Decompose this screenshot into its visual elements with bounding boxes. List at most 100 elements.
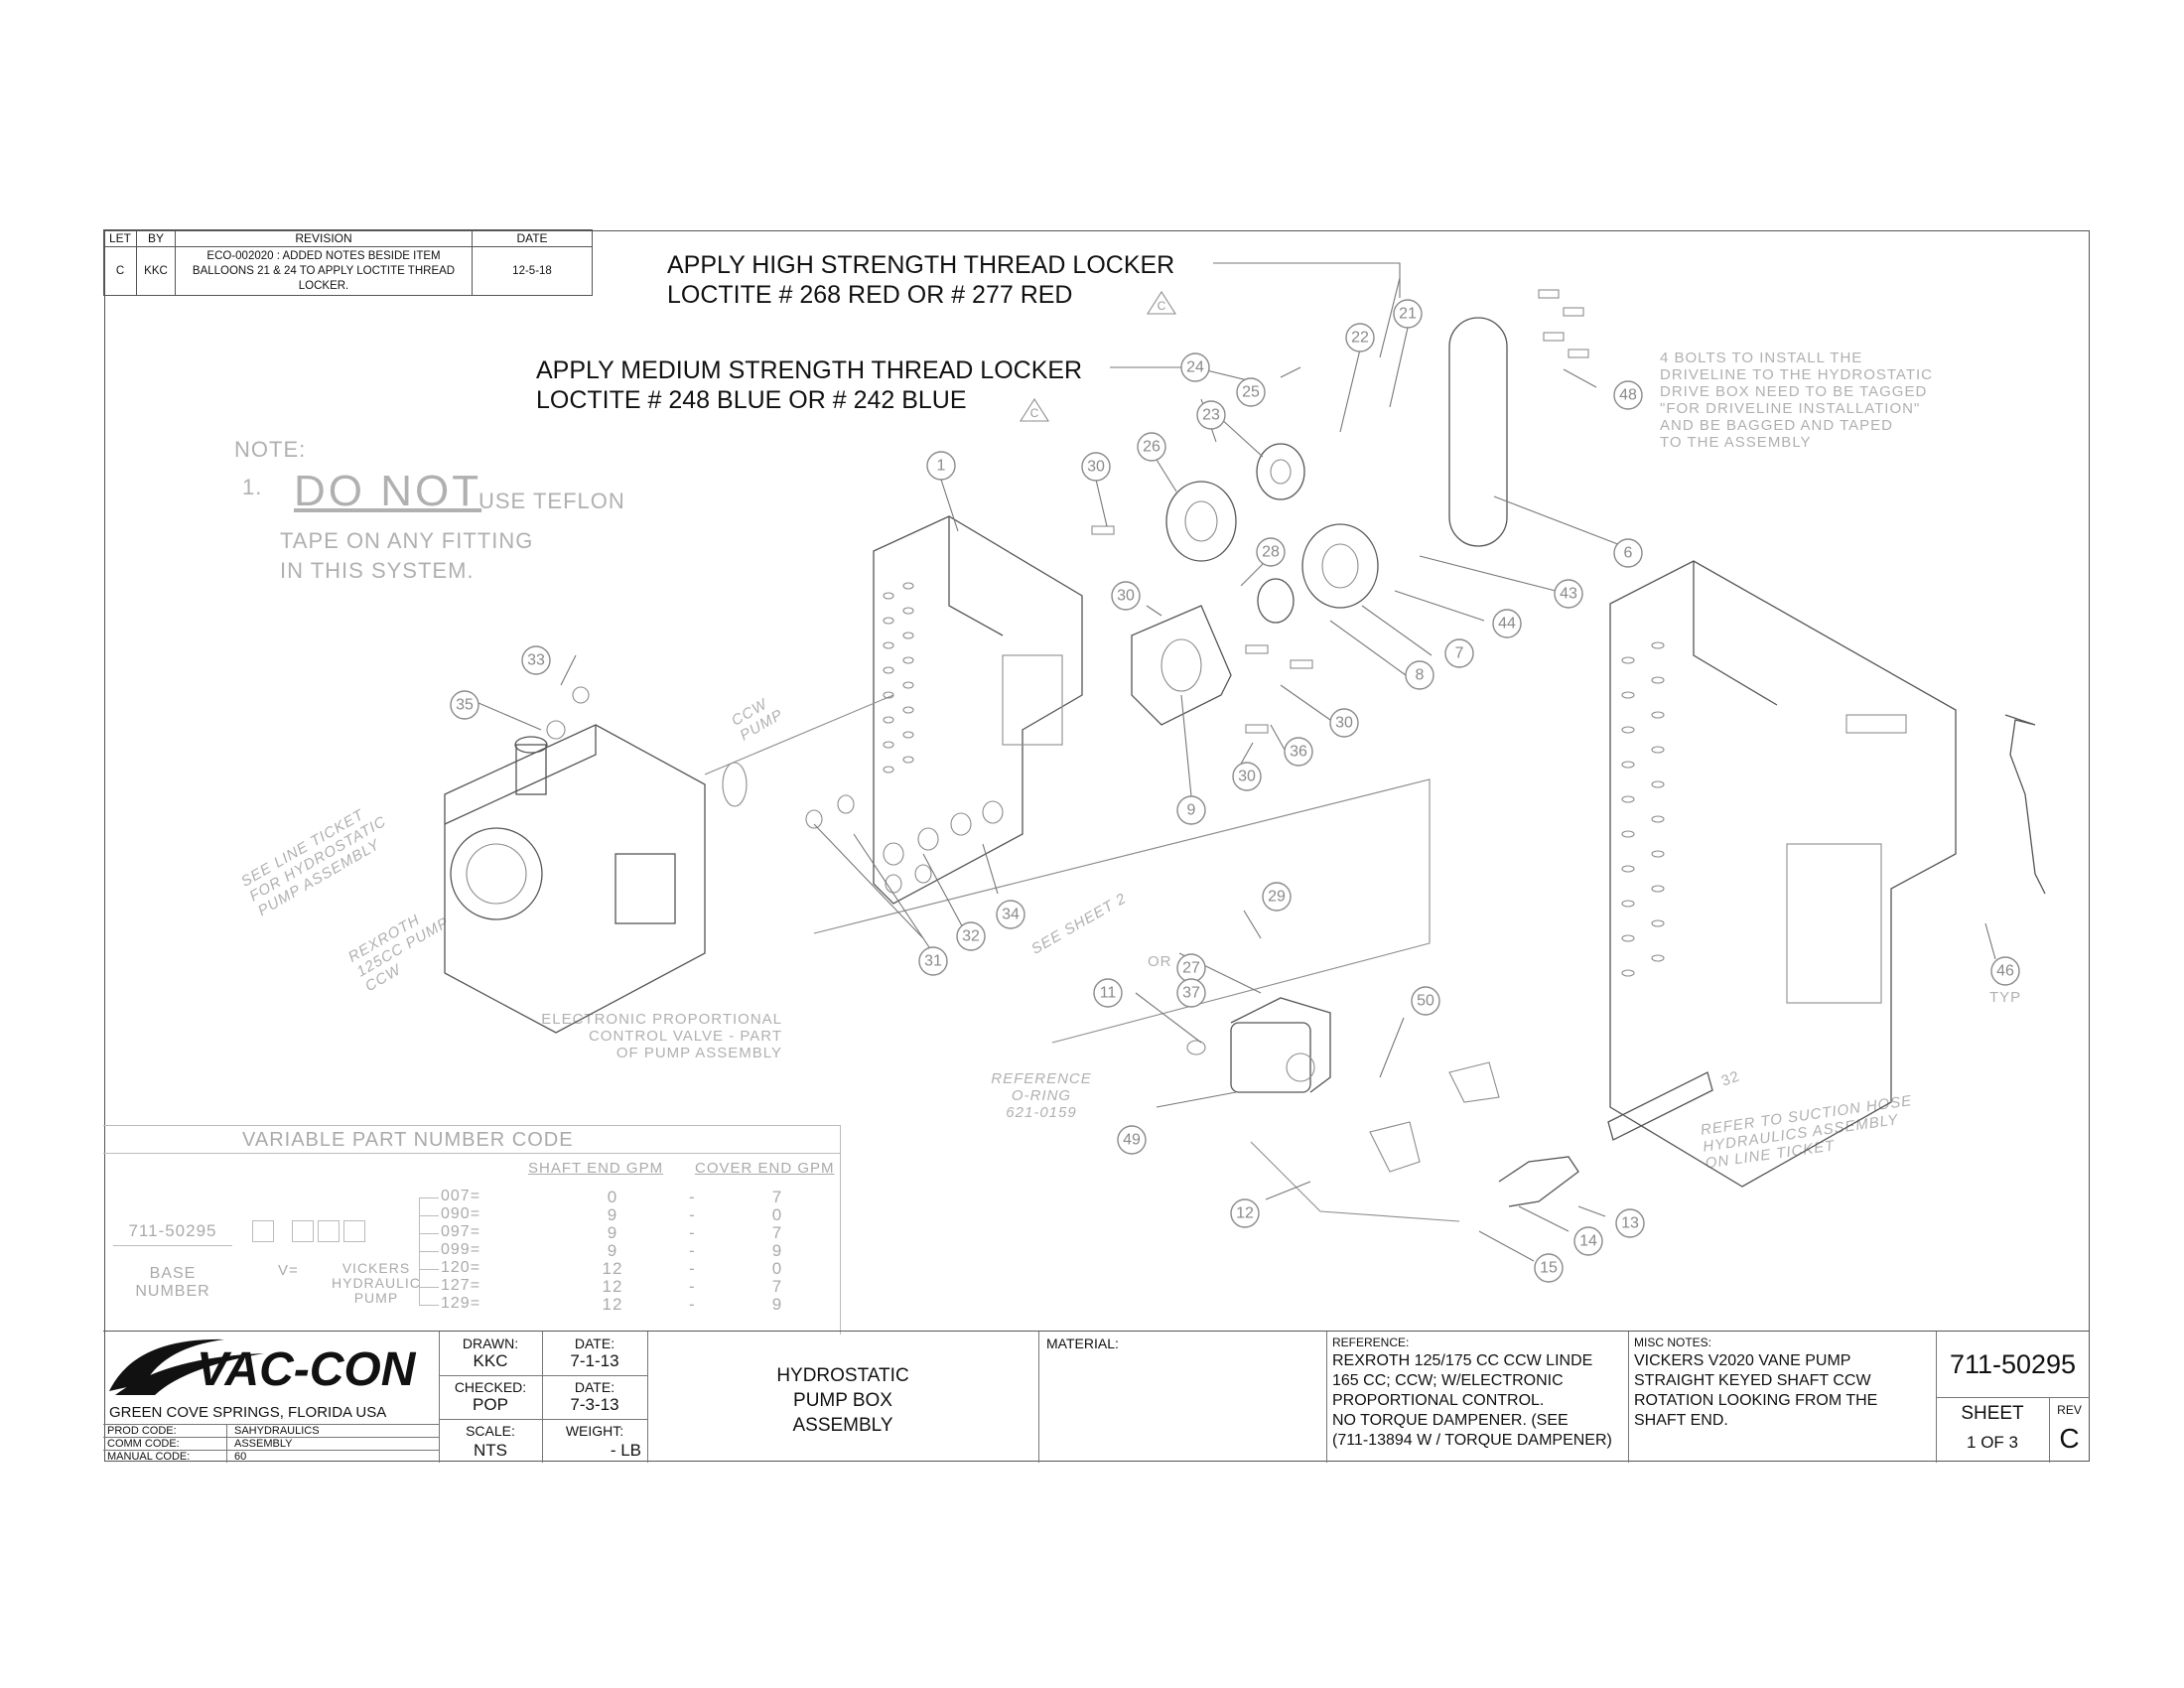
vpn-dash: - (689, 1241, 696, 1260)
svg-text:48: 48 (1619, 387, 1637, 404)
svg-text:35: 35 (456, 697, 474, 714)
balloon: 37 (1176, 978, 1206, 1008)
scale-label: SCALE: (466, 1423, 515, 1439)
ep-valve-line: ELECTRONIC PROPORTIONAL (541, 1011, 782, 1028)
svg-text:31: 31 (924, 953, 942, 970)
balloon: 49 (1117, 1125, 1147, 1155)
ep-valve-line: CONTROL VALVE - PART (588, 1028, 782, 1045)
rev-letter: C (2059, 1423, 2080, 1454)
balloon: 6 (1613, 538, 1643, 568)
company-location: GREEN COVE SPRINGS, FLORIDA USA (109, 1404, 387, 1421)
balloon: 23 (1196, 400, 1226, 430)
balloon: 15 (1534, 1253, 1564, 1283)
svg-text:30: 30 (1335, 715, 1353, 732)
svg-text:30: 30 (1117, 588, 1135, 605)
weight: - LB (610, 1441, 641, 1460)
balloon: 26 (1137, 432, 1166, 462)
vpn-base-label-line: NUMBER (135, 1283, 210, 1300)
vpn-base-label-line: BASE (149, 1265, 197, 1282)
vpn-cover-gpm: 9 (771, 1241, 783, 1260)
drawing-title: HYDROSTATIC PUMP BOX ASSEMBLY (647, 1363, 1038, 1438)
oring-label: REFERENCE O-RING 621-0159 (987, 1070, 1096, 1121)
balloon: 21 (1393, 299, 1423, 329)
oring-line: REFERENCE (991, 1070, 1092, 1087)
vane-pump-part (1186, 997, 1331, 1093)
misc-notes: VICKERS V2020 VANE PUMP STRAIGHT KEYED S… (1634, 1351, 1877, 1431)
oring-line: 621-0159 (1006, 1104, 1077, 1121)
svg-text:15: 15 (1540, 1260, 1558, 1277)
svg-text:37: 37 (1182, 985, 1200, 1002)
vpn-bracket-tick (419, 1197, 439, 1198)
reference-line: REXROTH 125/175 CC CCW LINDE (1332, 1352, 1593, 1369)
note-medium-line2: LOCTITE # 248 BLUE OR # 242 BLUE (536, 386, 967, 414)
vpn-code: 090= (441, 1205, 481, 1222)
drive-box-part-right (1609, 560, 1957, 1188)
vpn-cover-gpm: 7 (771, 1223, 783, 1242)
sheet-label: SHEET (1961, 1403, 2024, 1424)
rev-desc-line: LOCKER. (298, 279, 349, 292)
vpn-cover-gpm: 0 (771, 1205, 783, 1224)
vpn-cover-gpm: 0 (771, 1259, 783, 1278)
svg-text:C: C (1030, 406, 1039, 420)
balloon: 30 (1329, 708, 1359, 738)
vpn-bracket-tick (419, 1215, 439, 1216)
checked-date: 7-3-13 (570, 1395, 619, 1414)
split-flange-part (1448, 1061, 1500, 1103)
balloon: 14 (1573, 1226, 1603, 1256)
vpn-v-label: V= (278, 1262, 299, 1279)
manual-code: 60 (234, 1451, 247, 1463)
note-heading: NOTE: (234, 437, 307, 462)
note-line3: IN THIS SYSTEM. (280, 558, 475, 583)
bolt-set (1091, 289, 1589, 734)
misc-line: SHAFT END. (1634, 1412, 1728, 1429)
checked-date-label: DATE: (574, 1379, 615, 1395)
note-do-not: DO NOT (294, 467, 482, 515)
hydrostatic-pump-part (444, 694, 894, 1034)
drawing-border (104, 230, 2090, 1462)
misc-notes-label: MISC NOTES: (1634, 1336, 1712, 1349)
vpn-dash: - (689, 1277, 696, 1296)
balloon: 31 (918, 946, 948, 976)
title-block: VAC-CON GREEN COVE SPRINGS, FLORIDA USA … (103, 1331, 2090, 1463)
vpn-bracket-tick (419, 1251, 439, 1252)
balloon: 30 (1232, 762, 1262, 791)
balloon: 27 (1176, 953, 1206, 983)
typ-label: TYP (1989, 989, 2022, 1006)
balloon: 12 (1230, 1198, 1260, 1228)
vpn-title: VARIABLE PART NUMBER CODE (103, 1126, 840, 1154)
or-label: OR (1148, 953, 1172, 970)
balloon: 30 (1111, 581, 1141, 611)
svg-text:12: 12 (1236, 1205, 1254, 1222)
bolts-note: 4 BOLTS TO INSTALL THE DRIVELINE TO THE … (1660, 350, 1933, 451)
reference-line: (711-13894 W / TORQUE DAMPENER) (1332, 1432, 1612, 1449)
vpn-code: 120= (441, 1259, 481, 1276)
balloon: 34 (996, 900, 1025, 929)
vpn-dash: - (689, 1295, 696, 1314)
rev-desc-line: ECO-002020 : ADDED NOTES BESIDE ITEM (206, 249, 441, 262)
vpn-bracket-tick (419, 1233, 439, 1234)
vpn-bracket (419, 1197, 420, 1305)
company-logo-icon: VAC-CON (109, 1338, 417, 1396)
checked-label: CHECKED: (454, 1379, 527, 1395)
svg-text:46: 46 (1996, 963, 2014, 980)
rev-description: ECO-002020 : ADDED NOTES BESIDE ITEM BAL… (175, 246, 473, 296)
rev-header-by: BY (136, 229, 176, 247)
svg-text:33: 33 (527, 652, 545, 669)
revision-table: LET BY REVISION DATE C KKC ECO-002020 : … (103, 229, 593, 296)
svg-text:C: C (1158, 299, 1166, 313)
svg-text:VAC-CON: VAC-CON (197, 1343, 417, 1396)
manual-code-label: MANUAL CODE: (107, 1451, 191, 1463)
vpn-vickers-label: VICKERS HYDRAULIC PUMP (332, 1261, 421, 1306)
rev-label: REV (2057, 1403, 2082, 1417)
note-high-line1: APPLY HIGH STRENGTH THREAD LOCKER (667, 251, 1175, 279)
balloon: 1 (926, 451, 956, 481)
vpn-shaft-gpm: 0 (607, 1188, 618, 1206)
reference-line: NO TORQUE DAMPENER. (SEE (1332, 1412, 1569, 1429)
vpn-dash: - (689, 1188, 696, 1206)
balloon: 28 (1256, 537, 1286, 567)
balloon: 30 (1081, 452, 1111, 482)
drawn-date-label: DATE: (574, 1336, 615, 1351)
vpn-shaft-gpm: 12 (602, 1277, 623, 1296)
balloon: 50 (1411, 986, 1440, 1016)
